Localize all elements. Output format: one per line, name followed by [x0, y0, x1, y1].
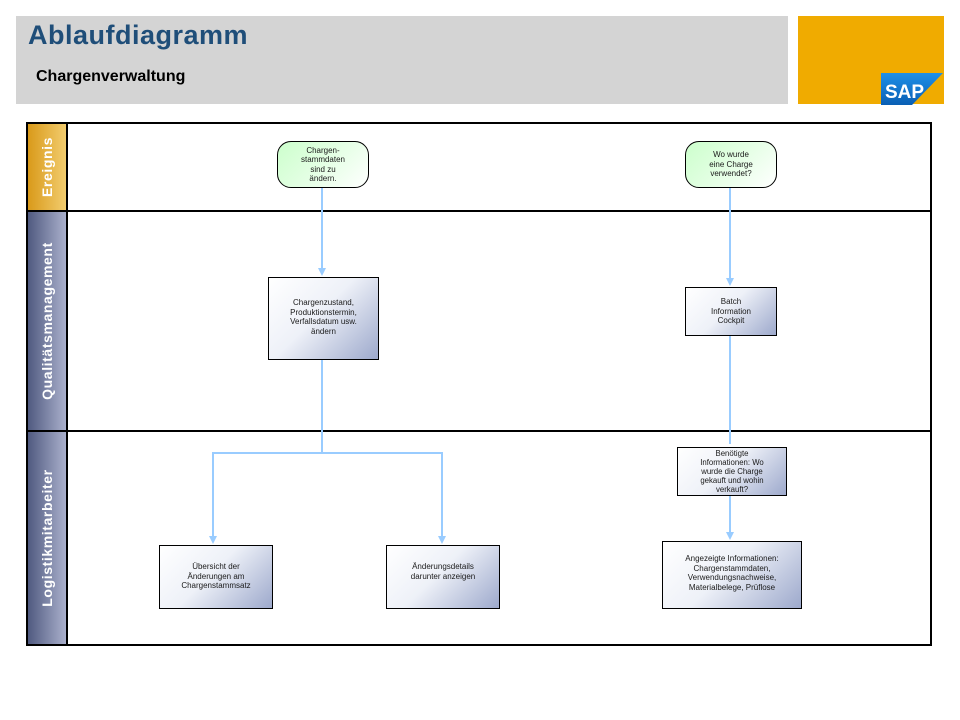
- lane-divider: [26, 430, 932, 432]
- process-node-batch-information-cockpit[interactable]: Batch Information Cockpit: [685, 287, 777, 336]
- page-title: Ablaufdiagramm: [28, 20, 249, 50]
- connector-arrow: [322, 452, 446, 544]
- lane-label-ereignis: Ereignis: [28, 124, 68, 210]
- page-subtitle: Chargenverwaltung: [36, 68, 186, 85]
- event-node-charge-verwendet[interactable]: Wo wurde eine Charge verwendet?: [685, 141, 777, 188]
- sap-logo-text: SAP: [885, 82, 924, 103]
- lane-divider: [26, 210, 932, 212]
- sap-logo: SAP: [881, 73, 943, 105]
- connector-arrow: [209, 360, 323, 544]
- event-node-chargenstammdaten[interactable]: Chargen- stammdaten sind zu ändern.: [277, 141, 369, 188]
- process-node-angezeigte-informationen[interactable]: Angezeigte Informationen: Chargenstammda…: [662, 541, 802, 609]
- process-node-aenderungsdetails[interactable]: Änderungsdetails darunter anzeigen: [386, 545, 500, 609]
- process-node-benoetigte-informationen[interactable]: Benötigte Informationen: Wo wurde die Ch…: [677, 447, 787, 496]
- process-node-chargenzustand-aendern[interactable]: Chargenzustand, Produktionstermin, Verfa…: [268, 277, 379, 360]
- process-node-uebersicht-aenderungen[interactable]: Übersicht der Änderungen am Chargenstamm…: [159, 545, 273, 609]
- swimlane-diagram: [26, 122, 932, 646]
- header-band: [16, 16, 788, 104]
- lane-label-qualitaetsmanagement: Qualitätsmanagement: [28, 212, 68, 430]
- lane-label-logistikmitarbeiter: Logistikmitarbeiter: [28, 432, 68, 644]
